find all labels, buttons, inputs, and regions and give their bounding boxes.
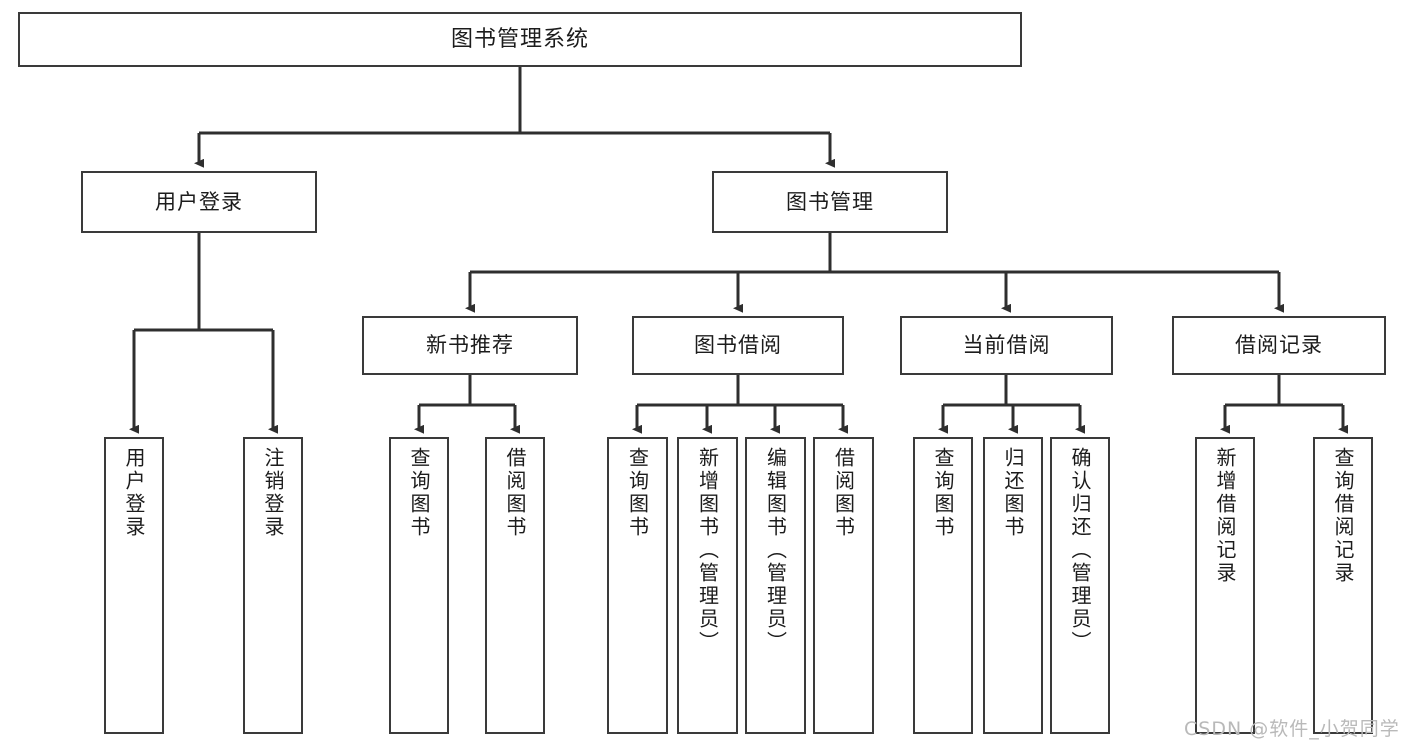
node-leaf-query-book-2-label: 查询图书 xyxy=(625,447,650,539)
node-root[interactable]: 图书管理系统 xyxy=(18,12,1022,67)
node-leaf-user-login-label: 用户登录 xyxy=(122,447,146,539)
node-leaf-query-book-1[interactable]: 查询图书 xyxy=(389,437,449,734)
node-leaf-return-book[interactable]: 归还图书 xyxy=(983,437,1043,734)
node-leaf-borrow-book-2[interactable]: 借阅图书 xyxy=(813,437,874,734)
node-current-borrow-label: 当前借阅 xyxy=(962,333,1051,358)
node-leaf-query-borrow-record-label: 查询借阅记录 xyxy=(1331,447,1355,585)
node-leaf-add-borrow-record-label: 新增借阅记录 xyxy=(1213,447,1237,585)
node-leaf-edit-book-label: 编辑图书（管理员） xyxy=(763,447,788,654)
node-leaf-query-book-1-label: 查询图书 xyxy=(407,447,431,539)
node-borrow-record-label: 借阅记录 xyxy=(1235,333,1323,358)
node-book-manage[interactable]: 图书管理 xyxy=(712,171,948,233)
node-book-manage-label: 图书管理 xyxy=(786,189,874,214)
node-leaf-return-book-label: 归还图书 xyxy=(1001,447,1025,539)
node-leaf-borrow-book-1-label: 借阅图书 xyxy=(503,447,527,539)
node-leaf-user-logout-label: 注销登录 xyxy=(261,447,285,539)
node-leaf-query-book-3[interactable]: 查询图书 xyxy=(913,437,973,734)
node-leaf-borrow-book-2-label: 借阅图书 xyxy=(831,447,856,539)
node-leaf-confirm-return-label: 确认归还（管理员） xyxy=(1068,447,1092,654)
node-user-login-label: 用户登录 xyxy=(155,189,243,214)
node-leaf-query-book-2[interactable]: 查询图书 xyxy=(607,437,668,734)
node-leaf-query-borrow-record[interactable]: 查询借阅记录 xyxy=(1313,437,1373,734)
node-leaf-user-logout[interactable]: 注销登录 xyxy=(243,437,303,734)
node-new-book-recommend[interactable]: 新书推荐 xyxy=(362,316,578,375)
node-leaf-add-borrow-record[interactable]: 新增借阅记录 xyxy=(1195,437,1255,734)
node-borrow-record[interactable]: 借阅记录 xyxy=(1172,316,1386,375)
node-user-login[interactable]: 用户登录 xyxy=(81,171,317,233)
csdn-watermark: CSDN @软件_小贺同学 xyxy=(1184,718,1400,740)
node-leaf-user-login[interactable]: 用户登录 xyxy=(104,437,164,734)
node-book-borrow[interactable]: 图书借阅 xyxy=(632,316,844,375)
node-leaf-edit-book[interactable]: 编辑图书（管理员） xyxy=(745,437,806,734)
node-root-label: 图书管理系统 xyxy=(450,26,589,52)
node-book-borrow-label: 图书借阅 xyxy=(694,333,782,358)
node-new-book-recommend-label: 新书推荐 xyxy=(426,333,514,358)
node-leaf-confirm-return[interactable]: 确认归还（管理员） xyxy=(1050,437,1110,734)
node-leaf-borrow-book-1[interactable]: 借阅图书 xyxy=(485,437,545,734)
node-leaf-query-book-3-label: 查询图书 xyxy=(931,447,955,539)
node-leaf-add-book[interactable]: 新增图书（管理员） xyxy=(677,437,738,734)
node-leaf-add-book-label: 新增图书（管理员） xyxy=(695,447,720,654)
node-current-borrow[interactable]: 当前借阅 xyxy=(900,316,1113,375)
